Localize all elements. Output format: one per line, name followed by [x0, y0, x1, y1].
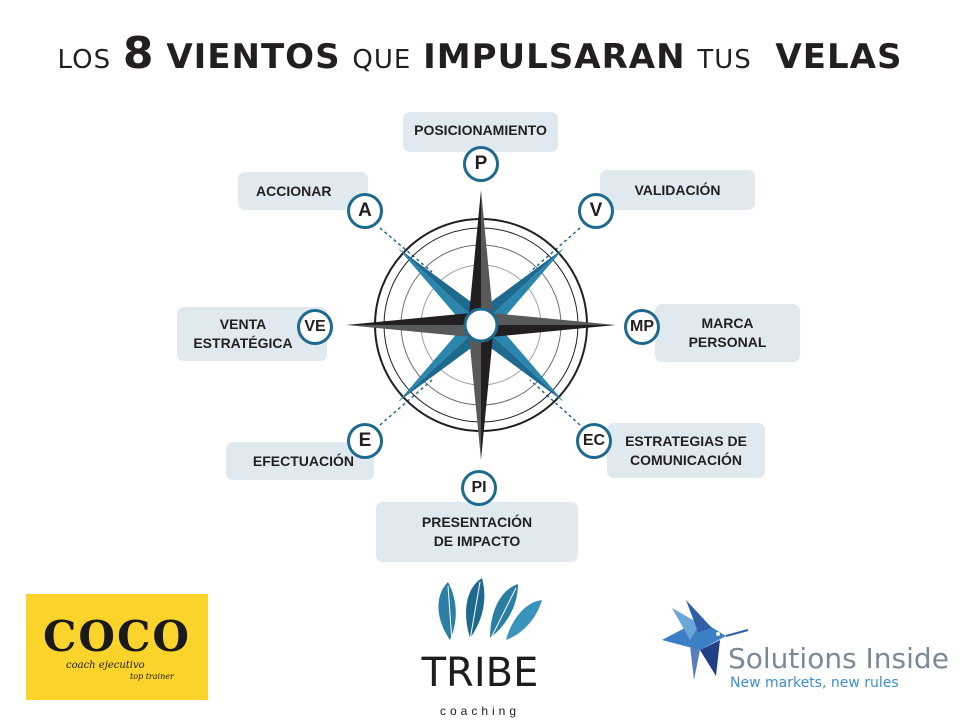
label-accionar: ACCIONAR: [238, 172, 368, 210]
label-line: ESTRATEGIAS DE: [625, 432, 747, 449]
label-line: PRESENTACIÓN: [421, 514, 533, 530]
tribe-logo-sub: coaching: [439, 704, 521, 718]
title-part: TUS: [697, 45, 752, 75]
compass-cardinal-points: [346, 190, 616, 460]
coco-logo: COCO coach ejecutivo top trainer: [26, 594, 208, 700]
title-number: 8: [122, 28, 155, 79]
label-presentacion-impacto: PRESENTACIÓN DE IMPACTO: [376, 502, 578, 562]
label-line: ESTRATÉGICA: [193, 335, 293, 351]
coco-logo-sub: coach ejecutivo: [66, 660, 145, 671]
badge-a: A: [347, 193, 383, 229]
label-line: DE IMPACTO: [433, 533, 521, 549]
label-validacion: VALIDACIÓN: [600, 170, 755, 210]
badge-ve: VE: [297, 309, 333, 345]
compass-diagonal-points: [398, 248, 564, 402]
badge-pi: PI: [461, 470, 497, 506]
badge-ec: EC: [576, 423, 612, 459]
page-title: LOS 8 VIENTOS QUE IMPULSARAN TUS VELAS: [0, 28, 960, 79]
title-part: VELAS: [775, 37, 903, 77]
label-estrategias-comunicacion: ESTRATEGIAS DE COMUNICACIÓN: [607, 423, 765, 478]
label-line: COMUNICACIÓN: [630, 451, 742, 468]
badge-v: V: [578, 193, 614, 229]
coco-logo-word: COCO: [42, 612, 192, 661]
title-part: VIENTOS: [166, 37, 341, 77]
solutions-logo-word: Solutions Inside: [728, 642, 949, 675]
title-part: QUE: [352, 45, 412, 75]
solutions-logo-tagline: New markets, new rules: [730, 675, 899, 691]
label-posicionamiento: POSICIONAMIENTO: [403, 112, 558, 152]
label-line: PERSONAL: [688, 334, 767, 350]
badge-e: E: [347, 423, 383, 459]
badge-p: P: [463, 146, 499, 182]
label-line: VENTA: [219, 316, 267, 332]
compass-center: [463, 307, 499, 343]
label-marca-personal: MARCA PERSONAL: [655, 304, 800, 362]
tribe-logo-word: TRIBE: [421, 650, 539, 696]
connector-line: [529, 227, 581, 273]
coco-logo-sub2: top trainer: [130, 672, 174, 681]
title-part: IMPULSARAN: [423, 37, 686, 77]
connector-line: [379, 227, 433, 273]
label-line: MARCA: [701, 315, 754, 331]
badge-mp: MP: [624, 309, 660, 345]
hummingbird-icon: [662, 600, 749, 680]
tribe-feathers-icon: [438, 578, 542, 643]
connector-line: [529, 379, 581, 426]
title-part: LOS: [57, 45, 112, 75]
